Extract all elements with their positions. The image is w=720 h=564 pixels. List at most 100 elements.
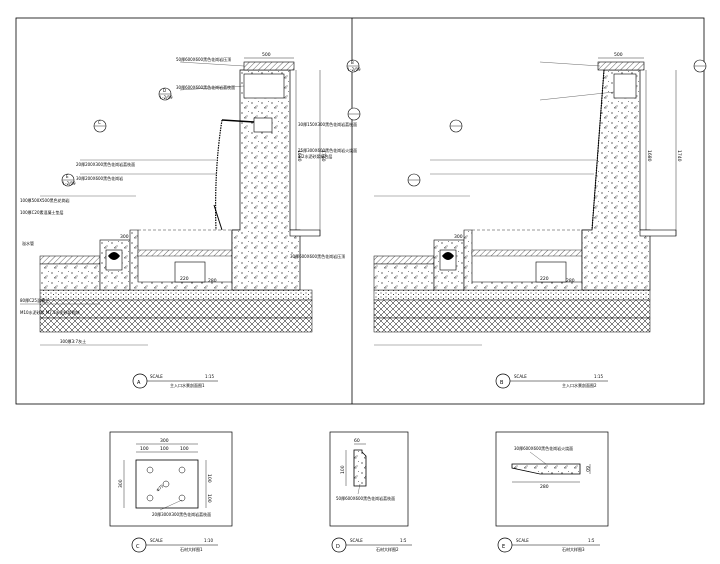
wall-step <box>289 229 321 237</box>
feature-wall-b <box>581 69 651 291</box>
callout-c-title: 石材大样图1 <box>180 546 203 552</box>
dim-300: 300 <box>120 234 129 240</box>
spout-pipe <box>221 119 255 123</box>
paving-stone <box>39 255 101 265</box>
note-9: 100厚C20素混凝土垫层 <box>20 209 64 215</box>
dim-c-100-c: 100 <box>180 446 189 452</box>
callout-a-scale-value: 1:15 <box>205 374 214 379</box>
note-6: 20厚200X300黑色花岗岩荔枝面 <box>76 161 135 167</box>
section-a: 500 1680 1740 280 220 300 B L-2/09 D L-2… <box>20 52 361 389</box>
callout-d[interactable]: D SCALE 1:5 石材大样图2 <box>331 537 412 553</box>
note-8: 100厚500X500黑色花岗岩 <box>20 197 70 203</box>
pool-lining <box>137 249 233 257</box>
dim-e-60: 60 <box>584 466 590 472</box>
note-7: 30厚200X600黑色花岗岩 <box>76 175 123 181</box>
coping-profile <box>353 449 367 487</box>
gravel-layer <box>39 289 313 301</box>
dim-1740-b: 1740 <box>676 150 682 162</box>
section-mark-e[interactable]: E L-2/09 <box>61 173 76 187</box>
paving-base-b <box>373 263 435 291</box>
dim-1740: 1740 <box>320 150 326 162</box>
sump <box>174 261 206 283</box>
note-4: 25厚300X600黑色花岗岩火烧面 <box>298 147 357 153</box>
plant-pot-b <box>442 252 454 260</box>
dim-500-b: 500 <box>614 52 623 58</box>
dim-280: 280 <box>208 278 217 284</box>
note-5: 1:2水泥砂浆结合层 <box>298 153 332 159</box>
section-mark-e-right[interactable] <box>347 107 361 121</box>
note-1: 50厚600X600黑色花岗岩压顶 <box>176 56 231 62</box>
callout-b-scale-label: SCALE <box>514 374 527 379</box>
subgrade <box>39 317 313 333</box>
section-mark-d-sub: L-2/09 <box>160 95 173 100</box>
dim-c-300-top: 300 <box>160 438 169 444</box>
callout-b-title: 主入口水景剖面图2 <box>562 382 597 388</box>
dim-c-100-a: 100 <box>140 446 149 452</box>
dim-220-b: 220 <box>540 276 549 282</box>
note-3: 30厚150X300黑色花岗岩荔枝面 <box>298 121 357 127</box>
callout-a[interactable]: A SCALE 1:15 主入口水景剖面图1 <box>132 373 218 389</box>
callout-d-scale-label: SCALE <box>350 538 363 543</box>
note-12: 80厚C25混凝土 <box>20 297 49 303</box>
callout-c-letter: C <box>136 544 140 550</box>
callout-b[interactable]: B SCALE 1:15 主入口水景剖面图2 <box>495 373 608 389</box>
dim-280-b: 280 <box>566 278 575 284</box>
callout-a-letter: A <box>137 380 141 386</box>
section-mark-e-sub: L-2/09 <box>63 181 76 186</box>
callout-e-scale-label: SCALE <box>516 538 529 543</box>
callout-d-letter: D <box>336 544 340 550</box>
callout-e-title: 石材大样图3 <box>562 546 585 552</box>
callout-a-title: 主入口水景剖面图1 <box>170 382 205 388</box>
wall-step-b <box>639 229 677 237</box>
hole-label: Φ75 <box>155 483 165 493</box>
callout-b-scale-value: 1:15 <box>594 374 603 379</box>
water-cascade <box>215 119 223 231</box>
dim-1680: 1680 <box>296 150 302 162</box>
detail-d-note: 50厚600X600黑色花岗岩荔枝面 <box>336 495 395 501</box>
section-mark-b-sub: L-2/09 <box>348 67 361 72</box>
detail-e: 280 60 30厚600X600黑色花岗岩火烧面 E SCALE 1:5 石材… <box>495 431 609 553</box>
callout-e[interactable]: E SCALE 1:5 石材大样图3 <box>497 537 600 553</box>
dim-220: 220 <box>180 276 189 282</box>
note-10: 溢水管 <box>22 240 34 246</box>
section-mark-b-left[interactable] <box>449 119 463 133</box>
pool-lining-b <box>471 249 583 257</box>
callout-e-scale-value: 1:5 <box>588 538 595 543</box>
sheet-frame-top <box>15 17 705 405</box>
wall-coping-b <box>597 61 645 71</box>
wall-cavity <box>243 73 285 99</box>
subgrade-b <box>373 317 651 333</box>
note-11: 30厚600X600黑色花岗岩压顶 <box>290 253 345 259</box>
section-mark-c[interactable]: C <box>93 119 107 133</box>
section-mark-b[interactable]: B L-2/09 <box>346 59 361 73</box>
leader-notes-a: 50厚600X600黑色花岗岩压顶 30厚600X600黑色花岗岩荔枝面 30厚… <box>20 56 357 346</box>
callout-c[interactable]: C SCALE 1:10 石材大样图1 <box>131 537 218 553</box>
dim-c-100-d: 100 <box>206 474 212 483</box>
compacted-soil <box>39 299 313 319</box>
dim-c-300-side: 300 <box>118 479 124 488</box>
note-2: 30厚600X600黑色花岗岩荔枝面 <box>176 84 235 90</box>
wall-coping <box>243 61 295 71</box>
section-mark-d[interactable]: D L-2/09 <box>158 87 173 101</box>
callout-c-scale-label: SCALE <box>150 538 163 543</box>
sump-b <box>535 261 567 283</box>
section-mark-b-low[interactable] <box>407 173 421 187</box>
dim-500: 500 <box>262 52 271 58</box>
section-b: 500 1680 1740 280 220 300 <box>373 52 707 389</box>
callout-d-title: 石材大样图2 <box>376 546 399 552</box>
paving-base <box>39 263 101 291</box>
detail-d-frame <box>329 431 409 527</box>
dim-1680-b: 1680 <box>646 150 652 162</box>
water-sheet-b <box>591 69 605 231</box>
section-mark-e-letter: E <box>66 174 69 179</box>
section-mark-c-letter: C <box>98 120 101 125</box>
dim-c-100-e: 100 <box>206 494 212 503</box>
leader-lines-b <box>374 61 615 346</box>
section-mark-b-top[interactable] <box>693 59 707 73</box>
detail-c: Φ75 300 100 100 100 300 100 100 20厚300X3… <box>109 431 233 553</box>
plant-pot <box>108 252 120 260</box>
dim-c-100-b: 100 <box>160 446 169 452</box>
callout-b-letter: B <box>500 380 504 386</box>
gravel-layer-b <box>373 289 651 301</box>
